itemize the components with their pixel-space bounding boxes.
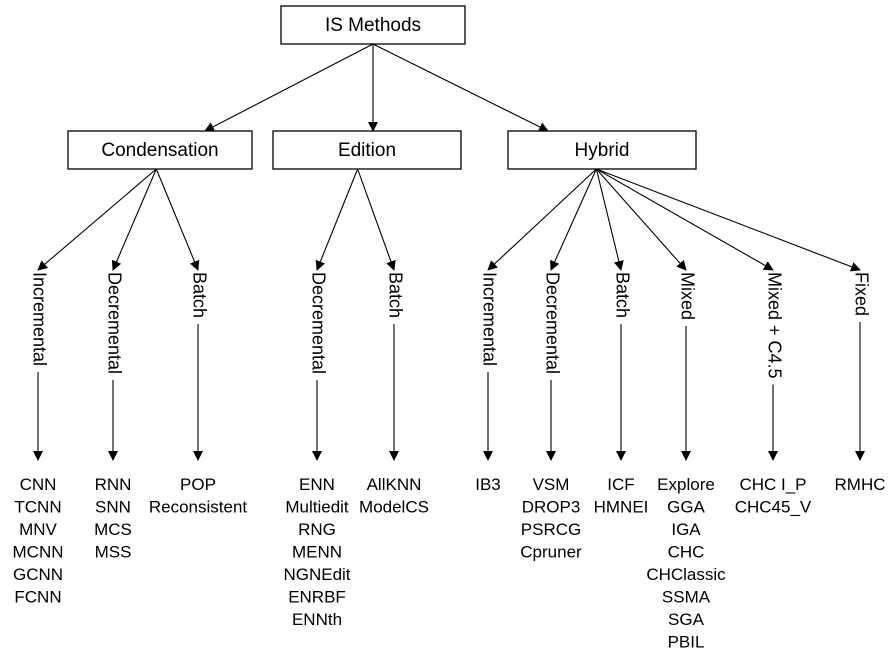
edge-root-to-condensation xyxy=(204,43,374,132)
category-node-edition: Edition xyxy=(272,130,462,170)
edge-edition-batch xyxy=(357,168,396,271)
method-sga: SGA xyxy=(668,610,705,629)
method-snn: SNN xyxy=(95,498,131,517)
category-node-edition-label: Edition xyxy=(338,140,396,161)
branch-label-hybrid-batch: Batch xyxy=(612,272,632,318)
category-node-edition-frame xyxy=(272,130,462,170)
method-list-edition-batch: AllKNN ModelCS xyxy=(359,475,429,517)
method-tcnn: TCNN xyxy=(14,498,61,517)
method-mcnn: MCNN xyxy=(13,543,64,562)
edge-hybrid-decremental xyxy=(550,168,597,271)
branch-label-hybrid-mixed-c4-5: Mixed + C4.5 xyxy=(764,272,784,379)
method-gga: GGA xyxy=(667,498,705,517)
edge-root-to-hybrid xyxy=(372,43,549,132)
method-enn: ENN xyxy=(299,475,335,494)
method-enrbf: ENRBF xyxy=(288,588,346,607)
method-pbil: PBIL xyxy=(668,633,705,648)
category-node-condensation-frame xyxy=(67,130,253,170)
method-cpruner: Cpruner xyxy=(520,543,582,562)
method-mnv: MNV xyxy=(19,520,57,539)
method-hmnei: HMNEI xyxy=(594,498,649,517)
root-node-label: IS Methods xyxy=(325,15,421,36)
method-modelcs: ModelCS xyxy=(359,498,429,517)
method-reconsistent: Reconsistent xyxy=(149,498,248,517)
method-mcs: MCS xyxy=(94,520,132,539)
method-ib3: IB3 xyxy=(475,475,501,494)
method-list-hybrid-mixed-c4-5: CHC I_P CHC45_V xyxy=(735,475,812,517)
method-list-hybrid-fixed: RMHC xyxy=(835,475,886,494)
branch-label-condensation-batch: Batch xyxy=(189,272,209,318)
branch-label-hybrid-incremental: Incremental xyxy=(479,272,499,366)
branch-label-hybrid-fixed: Fixed xyxy=(851,272,871,316)
method-rmhc: RMHC xyxy=(835,475,886,494)
method-list-condensation-decremental: RNN SNN MCS MSS xyxy=(94,475,132,562)
method-menn: MENN xyxy=(292,543,342,562)
branch-label-condensation-decremental: Decremental xyxy=(104,272,124,374)
method-list-condensation-incremental: CNN TCNN MNV MCNN GCNN FCNN xyxy=(13,475,64,607)
category-node-hybrid: Hybrid xyxy=(507,130,697,170)
branch-label-hybrid-decremental: Decremental xyxy=(542,272,562,374)
category-node-condensation: Condensation xyxy=(67,130,253,170)
edge-condensation-batch xyxy=(155,168,200,271)
edge-hybrid-batch xyxy=(595,168,624,271)
method-rnn: RNN xyxy=(95,475,132,494)
method-chclassic: CHClassic xyxy=(646,565,726,584)
branch-label-edition-batch: Batch xyxy=(385,272,405,318)
method-list-hybrid-incremental: IB3 xyxy=(475,475,501,494)
method-mss: MSS xyxy=(95,543,132,562)
method-drop3: DROP3 xyxy=(522,498,581,517)
method-allknn: AllKNN xyxy=(367,475,422,494)
method-rng: RNG xyxy=(298,520,336,539)
method-chc-i-p: CHC I_P xyxy=(739,475,806,494)
method-psrcg: PSRCG xyxy=(521,520,581,539)
method-list-condensation-batch: POP Reconsistent xyxy=(149,475,248,517)
edge-hybrid-fixed xyxy=(596,168,861,272)
edge-condensation-incremental xyxy=(37,168,157,271)
method-multiedit: Multiedit xyxy=(285,498,349,517)
method-list-hybrid-batch: ICF HMNEI xyxy=(594,475,649,517)
category-node-condensation-label: Condensation xyxy=(101,140,218,161)
method-ennth: ENNth xyxy=(292,610,342,629)
method-explore: Explore xyxy=(657,475,715,494)
method-chc: CHC xyxy=(668,543,705,562)
edges-layer xyxy=(33,43,865,461)
method-fcnn: FCNN xyxy=(14,588,61,607)
root-node-frame xyxy=(280,5,466,45)
method-gcnn: GCNN xyxy=(13,565,63,584)
edge-condensation-decremental xyxy=(111,168,157,271)
edge-hybrid-mixed xyxy=(595,168,687,271)
method-chc45-v: CHC45_V xyxy=(735,498,812,517)
branch-label-edition-decremental: Decremental xyxy=(308,272,328,374)
edge-edition-decremental xyxy=(315,168,359,271)
method-iga: IGA xyxy=(671,520,701,539)
category-node-hybrid-frame xyxy=(507,130,697,170)
root-node: IS Methods xyxy=(280,5,466,45)
edge-hybrid-incremental xyxy=(487,168,597,271)
method-cnn: CNN xyxy=(20,475,57,494)
method-vsm: VSM xyxy=(533,475,570,494)
edge-hybrid-mixed-c4-5 xyxy=(596,168,774,271)
branch-label-hybrid-mixed: Mixed xyxy=(677,272,697,320)
category-node-hybrid-label: Hybrid xyxy=(575,140,630,161)
method-ngnedit: NGNEdit xyxy=(283,565,350,584)
branch-label-condensation-incremental: Incremental xyxy=(29,272,49,366)
method-ssma: SSMA xyxy=(662,588,711,607)
method-pop: POP xyxy=(180,475,216,494)
method-icf: ICF xyxy=(607,475,634,494)
